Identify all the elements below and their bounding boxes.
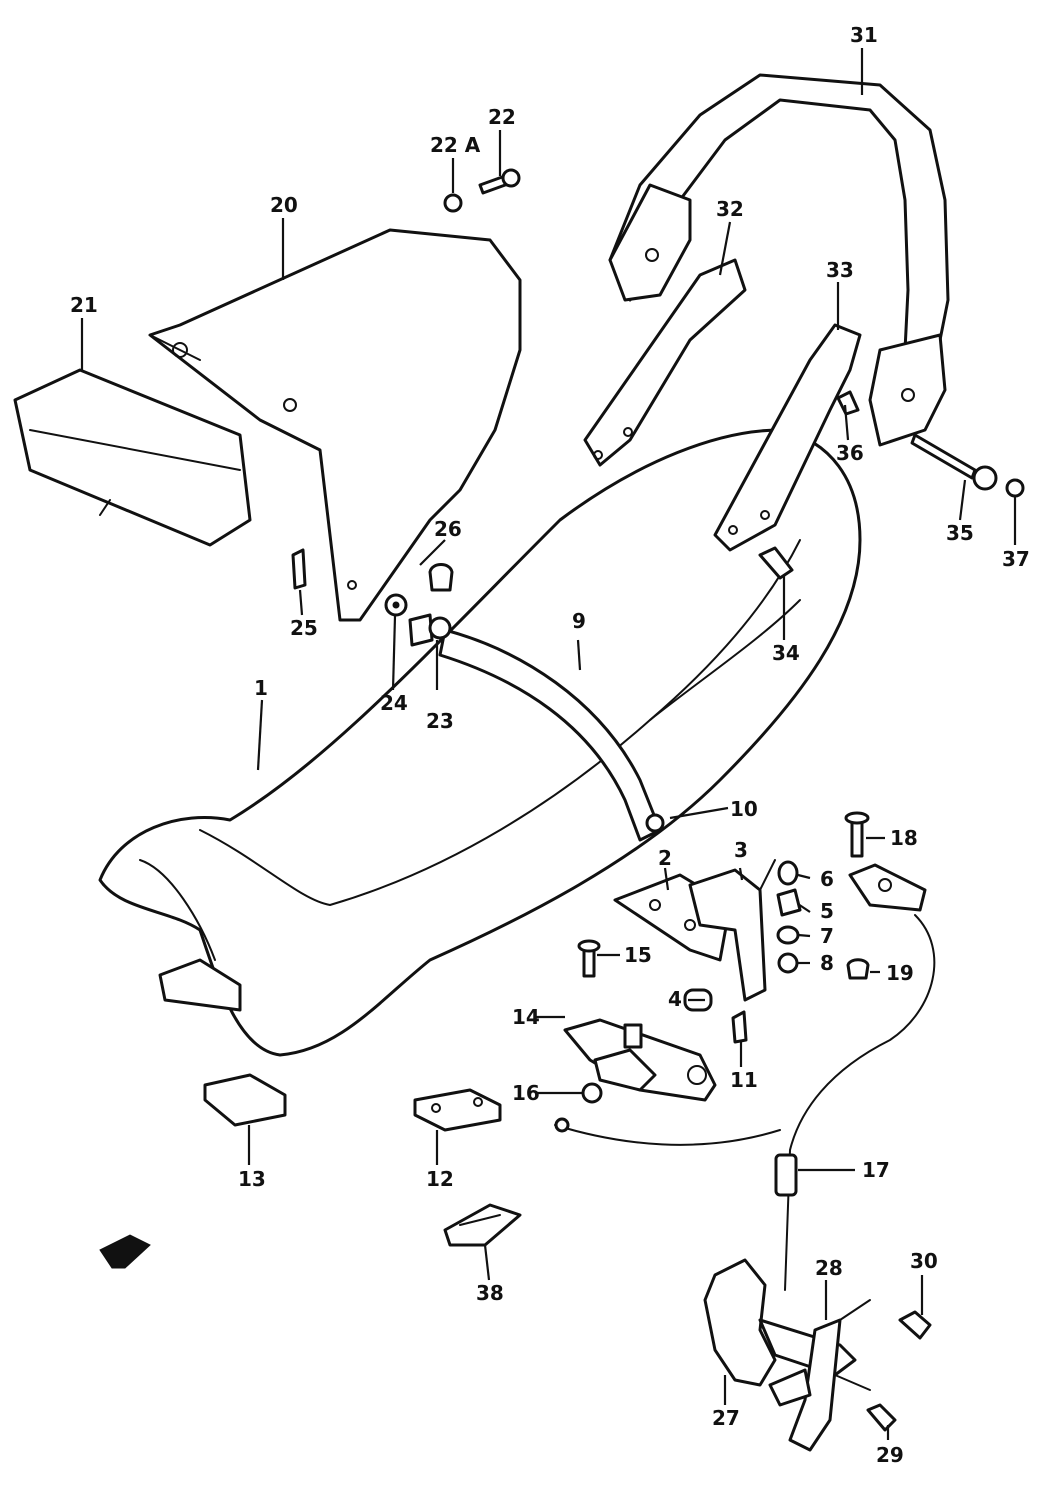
front-arrow-icon [99, 1234, 151, 1269]
rail-bracket-left [583, 258, 747, 467]
rail-hardware [758, 390, 1025, 580]
callout-34: 34 [772, 641, 800, 665]
callout-13: 13 [238, 1167, 266, 1191]
callout-32: 32 [716, 197, 744, 221]
leader-lines [80, 48, 1017, 1440]
callout-17: 17 [862, 1158, 890, 1182]
callout-29: 29 [876, 1443, 904, 1467]
callout-3: 3 [734, 838, 748, 862]
caution-label [443, 1203, 522, 1247]
lock-bolts [866, 1310, 932, 1432]
callout-23: 23 [426, 709, 454, 733]
rail-bracket-right [713, 323, 862, 552]
seat-lock-cable [554, 811, 936, 1291]
callout-30: 30 [910, 1249, 938, 1273]
callout-25: 25 [290, 616, 318, 640]
callout-2: 2 [658, 846, 672, 870]
callout-8: 8 [820, 951, 834, 975]
callout-9: 9 [572, 609, 586, 633]
callout-33: 33 [826, 258, 854, 282]
callout-labels: 1 2 3 4 5 6 7 8 9 10 11 12 13 14 15 16 1… [70, 23, 1030, 1467]
callout-16: 16 [512, 1081, 540, 1105]
grab-rail [608, 73, 950, 447]
strap-bolt [645, 813, 665, 833]
tail-cowl [148, 228, 522, 622]
callout-22a: 22 A [430, 133, 481, 157]
seat-main [98, 428, 862, 1057]
callout-12: 12 [426, 1167, 454, 1191]
callout-22: 22 [488, 105, 516, 129]
callout-35: 35 [946, 521, 974, 545]
callout-11: 11 [730, 1068, 758, 1092]
callout-38: 38 [476, 1281, 504, 1305]
seat-lock-plate [563, 1018, 717, 1102]
callout-6: 6 [820, 867, 834, 891]
callout-10: 10 [730, 797, 758, 821]
callout-7: 7 [820, 924, 834, 948]
tail-cowl-pad [13, 368, 252, 547]
callout-5: 5 [820, 899, 834, 923]
seat-strap [438, 628, 662, 842]
callout-26: 26 [434, 517, 462, 541]
callout-31: 31 [850, 23, 878, 47]
seat-lock-assembly [703, 1258, 871, 1452]
callout-28: 28 [815, 1256, 843, 1280]
callout-18: 18 [890, 826, 918, 850]
callout-19: 19 [886, 961, 914, 985]
hinge-bracket [688, 859, 776, 1002]
callout-21: 21 [70, 293, 98, 317]
clip [731, 1010, 748, 1044]
cowl-hardware [291, 168, 521, 647]
callout-37: 37 [1002, 547, 1030, 571]
callout-24: 24 [380, 691, 408, 715]
callout-1: 1 [254, 676, 268, 700]
rubber-pads [203, 1073, 502, 1132]
callout-15: 15 [624, 943, 652, 967]
callout-14: 14 [512, 1005, 540, 1029]
callout-4: 4 [668, 987, 682, 1011]
callout-27: 27 [712, 1406, 740, 1430]
callout-20: 20 [270, 193, 298, 217]
screw-and-nut [577, 939, 603, 1104]
callout-36: 36 [836, 441, 864, 465]
